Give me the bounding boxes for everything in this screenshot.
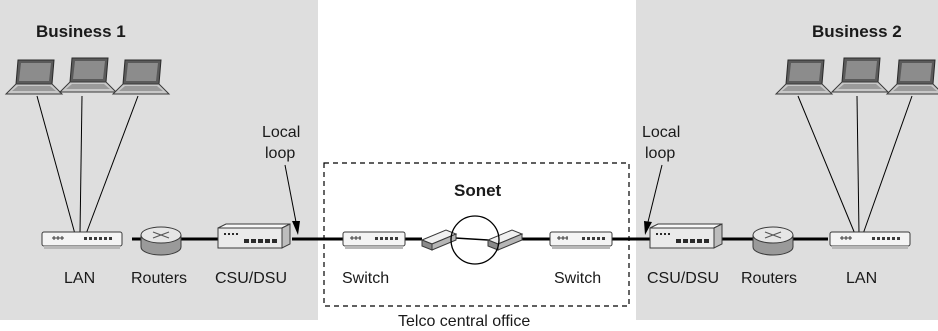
- switch-label-left: Switch: [342, 270, 389, 287]
- lan-label-right: LAN: [846, 270, 877, 287]
- sonet-label: Sonet: [454, 181, 502, 200]
- routers-label-right: Routers: [741, 270, 797, 287]
- sonet-ring: [450, 215, 500, 265]
- lan-label-left: LAN: [64, 270, 95, 287]
- business1-title: Business 1: [36, 22, 126, 41]
- lan-hub-icon: [41, 231, 123, 250]
- telco-office-label: Telco central office: [398, 313, 530, 330]
- business2-title: Business 2: [812, 22, 902, 41]
- switch-label-right: Switch: [554, 270, 601, 287]
- csu-dsu-icon: [217, 223, 291, 249]
- local-loop-label-right: Local: [642, 124, 680, 141]
- local-loop-arrow-left: [284, 164, 300, 235]
- csu-dsu-icon: [649, 223, 723, 249]
- business1-panel: [0, 0, 318, 320]
- csudsu-label-right: CSU/DSU: [647, 270, 719, 287]
- local-loop-label-left-2: loop: [265, 145, 295, 162]
- router-icon: [752, 226, 794, 256]
- local-loop-label-left: Local: [262, 124, 300, 141]
- left-lan-links: [36, 95, 139, 235]
- switch-icon: [549, 231, 613, 250]
- csudsu-label-left: CSU/DSU: [215, 270, 287, 287]
- lan-hub-icon: [829, 231, 911, 250]
- right-lan-links: [797, 95, 913, 235]
- router-icon: [140, 226, 182, 256]
- routers-label-left: Routers: [131, 270, 187, 287]
- business2-panel: [636, 0, 938, 320]
- switch-icon: [342, 231, 406, 250]
- local-loop-arrow-right: [644, 164, 663, 235]
- sonet-adm-icon: [487, 229, 523, 251]
- local-loop-label-right-2: loop: [645, 145, 675, 162]
